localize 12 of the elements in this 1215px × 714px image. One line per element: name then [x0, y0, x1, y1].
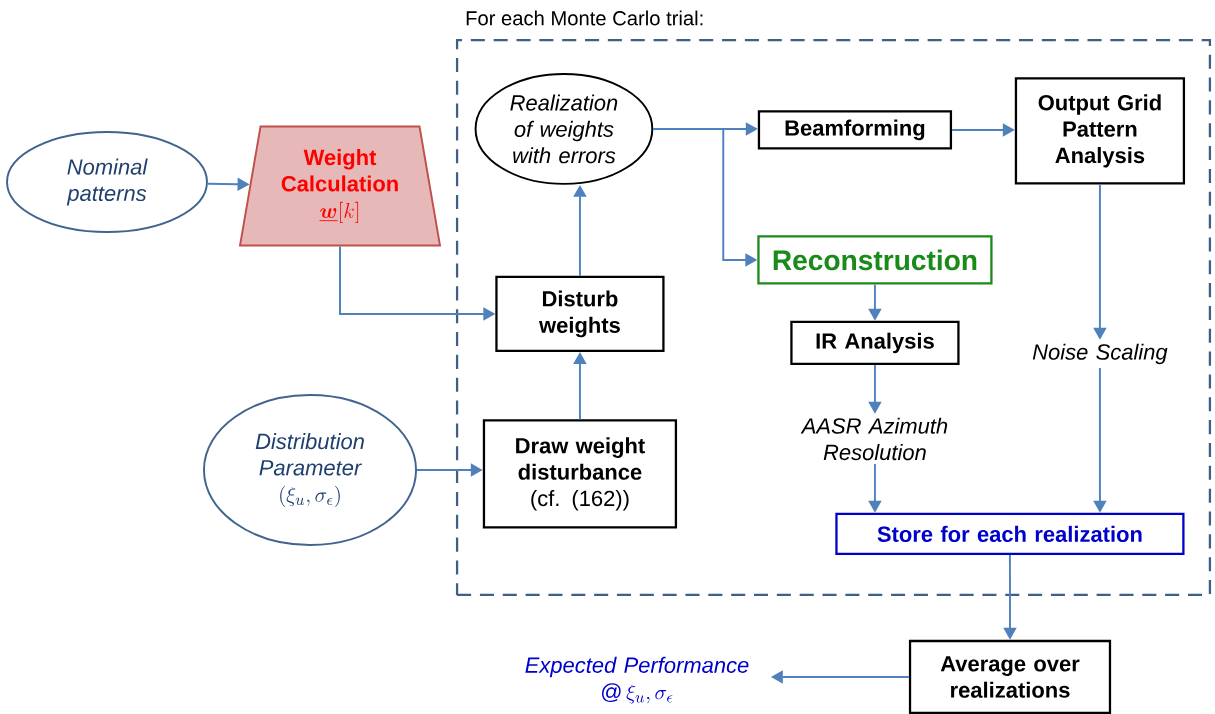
- result-text: AASR Azimuth Resolution: [800, 417, 948, 461]
- process-box: Beamforming: [757, 110, 953, 150]
- process-box: Average over realizations: [908, 639, 1112, 714]
- process-box: Store for each realization: [835, 512, 1185, 556]
- process-box: Output Grid Pattern Analysis: [1014, 77, 1186, 185]
- result-text: Expected Performance $@\,\xi_u, \sigma_\epsilon$: [525, 656, 749, 704]
- frame-heading: For each Monte Carlo trial:: [466, 10, 703, 26]
- process-box: Reconstruction: [757, 235, 993, 285]
- result-text: Noise Scaling: [1032, 343, 1168, 365]
- process-box: IR Analysis: [790, 320, 960, 366]
- process-box: Draw weight disturbance (cf. (162)): [482, 419, 678, 529]
- process-box: Disturb weights: [495, 275, 665, 353]
